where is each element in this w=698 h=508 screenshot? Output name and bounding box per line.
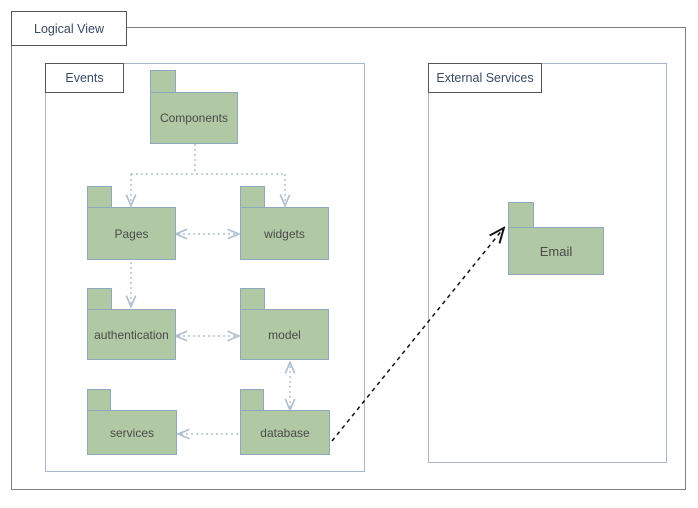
external-services-title-tab: External Services bbox=[428, 63, 542, 93]
events-title-tab: Events bbox=[45, 63, 124, 93]
package-body: database bbox=[240, 410, 330, 455]
events-title-label: Events bbox=[65, 71, 104, 85]
package-label: widgets bbox=[264, 226, 305, 241]
package-label: database bbox=[260, 425, 310, 440]
package-body: authentication bbox=[87, 309, 176, 360]
package-tab bbox=[240, 288, 265, 309]
package-body: Email bbox=[508, 227, 604, 275]
package-body: Components bbox=[150, 92, 238, 144]
logical-view-title-label: Logical View bbox=[34, 21, 104, 36]
package-tab bbox=[87, 389, 111, 410]
package-tab bbox=[240, 186, 265, 207]
package-tab bbox=[508, 202, 534, 227]
package-label: Email bbox=[539, 243, 573, 259]
package-body: Pages bbox=[87, 207, 176, 260]
package-tab bbox=[240, 389, 264, 410]
package-label: Components bbox=[159, 111, 229, 125]
package-label: authentication bbox=[94, 327, 169, 342]
package-body: services bbox=[87, 410, 177, 455]
logical-view-title-tab: Logical View bbox=[11, 11, 127, 46]
package-label: model bbox=[268, 327, 301, 342]
package-body: widgets bbox=[240, 207, 329, 260]
package-tab bbox=[87, 186, 112, 207]
package-tab bbox=[87, 288, 112, 309]
package-label: Pages bbox=[114, 226, 149, 241]
external-services-title-label: External Services bbox=[436, 71, 534, 85]
package-tab bbox=[150, 70, 176, 92]
package-label: services bbox=[109, 425, 154, 440]
package-body: model bbox=[240, 309, 329, 360]
